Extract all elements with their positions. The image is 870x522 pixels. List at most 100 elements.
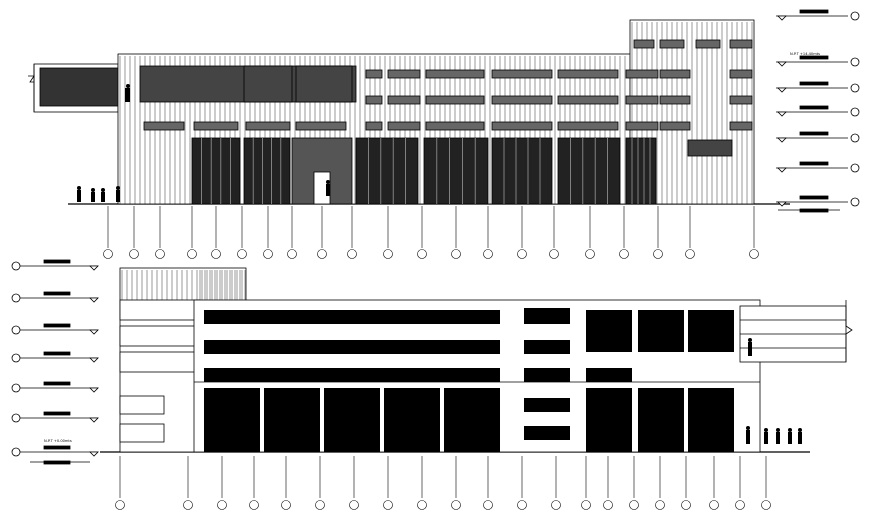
grid-bubble [183,500,193,510]
lower-people-figures [746,338,802,444]
level-tag [43,460,71,465]
upper-window [625,69,659,79]
grid-bubble [237,249,247,259]
grid-bubble [585,249,595,259]
level-tag [43,259,71,264]
left-bridge [28,63,121,113]
lower-right-bridge [739,300,853,363]
upper-window [557,95,619,105]
lower-tower-cladding [121,270,246,300]
lower-window-strip [524,340,570,354]
upper-level-label: N.P.T +14.40mts [790,52,820,56]
upper-glazing-panel [423,137,489,205]
upper-glazing-panel [557,137,621,205]
lower-glazing-panel [384,388,440,452]
upper-level-markers [776,9,860,213]
level-tag [799,131,829,136]
lower-glazing-panel [204,388,260,452]
upper-window [387,121,421,131]
level-bubble [11,353,21,363]
grid-bubble [735,500,745,510]
upper-window [557,69,619,79]
upper-window [425,95,485,105]
lower-window-strip [524,398,570,412]
level-bubble [850,197,860,207]
grid-bubble [263,249,273,259]
lower-window-strip [524,308,570,324]
upper-glazing-panel [355,137,419,205]
level-tag [799,161,829,166]
upper-window [245,121,291,131]
upper-window [729,69,753,79]
grid-bubble [417,249,427,259]
lower-window-strip [204,340,500,354]
level-tag [43,381,71,386]
level-bubble [11,293,21,303]
grid-bubble [155,249,165,259]
grid-bubble [483,500,493,510]
upper-window [387,69,421,79]
upper-window [729,39,753,49]
level-bubble [11,325,21,335]
upper-window [425,121,485,131]
upper-window [491,121,553,131]
grid-bubble [629,500,639,510]
upper-window [695,39,721,49]
upper-window-bands [139,39,753,131]
upper-window [425,69,485,79]
level-bubble [11,383,21,393]
grid-bubble [281,500,291,510]
upper-window [633,39,655,49]
grid-bubble [681,500,691,510]
upper-dark-window [295,65,353,103]
grid-bubble [685,249,695,259]
lower-grid-axes [115,456,771,510]
lower-window-strip [204,368,500,382]
upper-glazing-panel [625,137,657,205]
upper-ground-glazing [191,137,657,205]
grid-bubble [451,500,461,510]
upper-glazing-panel [243,137,291,205]
level-bubble [11,261,21,271]
lower-glazing-panel [324,388,380,452]
level-bubble [11,447,21,457]
lower-level-label: N.P.T +0.00mts [44,439,72,443]
grid-bubble [417,500,427,510]
upper-window [557,121,619,131]
grid-bubble [709,500,719,510]
lower-window [586,310,632,352]
grid-bubble [129,249,139,259]
lower-window [638,310,684,352]
grid-bubble [451,249,461,259]
grid-bubble [315,500,325,510]
grid-bubble [761,500,771,510]
upper-elevation [28,9,860,259]
grid-bubble [483,249,493,259]
grid-bubble [749,249,759,259]
upper-window [365,95,383,105]
upper-dark-window [243,65,293,103]
lower-glazing-panel [444,388,500,452]
grid-bubble [603,500,613,510]
level-tag [799,208,829,213]
upper-window [365,69,383,79]
grid-bubble [517,249,527,259]
lower-glazing-panel [638,388,684,452]
grid-bubble [103,249,113,259]
grid-bubble [317,249,327,259]
grid-bubble [551,500,561,510]
grid-bubble [653,249,663,259]
level-bubble [850,163,860,173]
upper-window [295,121,347,131]
grid-bubble [619,249,629,259]
grid-bubble [383,500,393,510]
lower-window [688,310,734,352]
level-bubble [11,413,21,423]
upper-grid-axes [103,206,759,259]
level-tag [799,105,829,110]
lower-glazing-panel [264,388,320,452]
upper-tower-cladding [631,22,753,204]
grid-bubble [581,500,591,510]
upper-window [491,69,553,79]
upper-window [729,95,753,105]
